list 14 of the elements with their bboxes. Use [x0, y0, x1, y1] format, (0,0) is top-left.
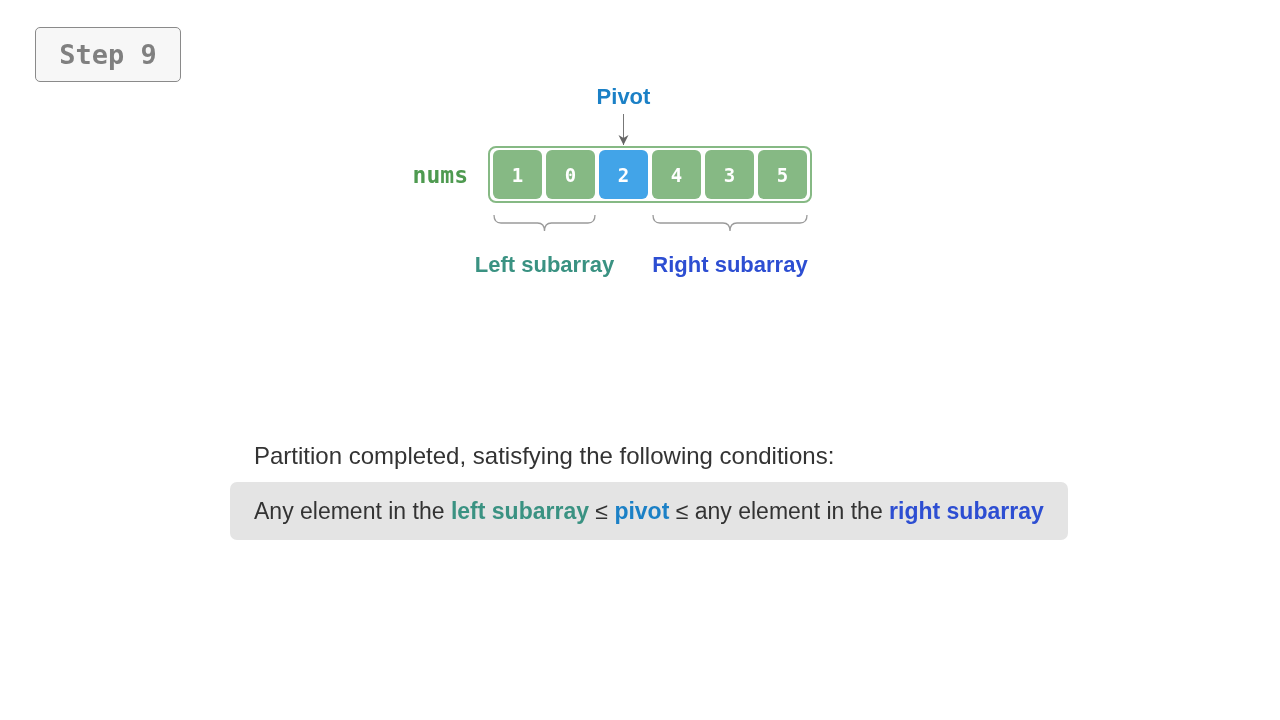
array-name: nums	[412, 161, 468, 188]
pivot-cell: 2	[599, 150, 648, 199]
array-cell: 5	[758, 150, 807, 199]
pivot-label: Pivot	[596, 84, 651, 110]
step-indicator: Step 9	[35, 27, 181, 82]
array-cell: 0	[546, 150, 595, 199]
condition-banner: Any element in the left subarray ≤ pivot ≤ any element in the right subarray	[230, 482, 1068, 540]
subarray-label: Right subarray	[652, 252, 808, 278]
array-cell: 1	[493, 150, 542, 199]
array-cell: 4	[652, 150, 701, 199]
array-cell: 3	[705, 150, 754, 199]
subarray-label: Left subarray	[474, 252, 615, 278]
note-text: Partition completed, satisfying the following conditions:	[254, 442, 835, 470]
pointer-arrow	[618, 113, 629, 146]
